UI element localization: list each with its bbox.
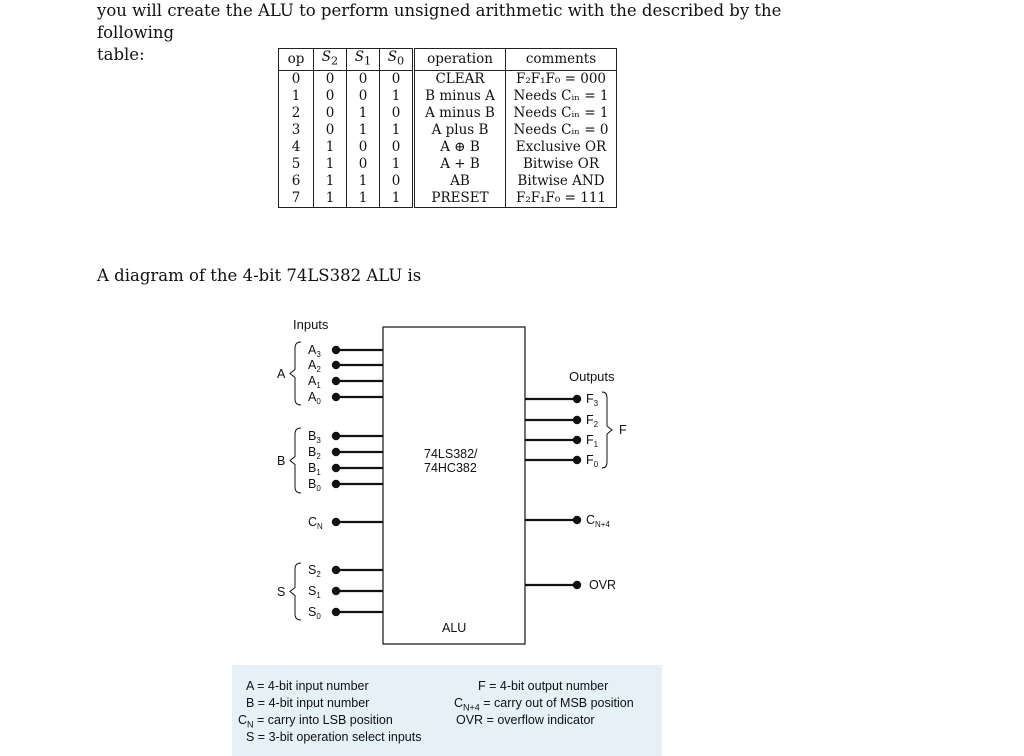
pin-ovr-label: OVR xyxy=(589,578,616,592)
pin-cn4-dot xyxy=(572,515,582,525)
cell-operation: A minus B xyxy=(413,104,506,122)
chip-name-line2: 74HC382 xyxy=(424,461,477,475)
pin-a0-dot xyxy=(331,392,341,402)
legend-f: F = 4-bit output number xyxy=(478,679,609,693)
pin-cn4-label: CN+4 xyxy=(586,513,610,529)
cell-operation: B minus A xyxy=(413,87,506,105)
pin-s2-label: S2 xyxy=(308,563,321,579)
cell-comment: F₂F₁F₀ = 000 xyxy=(505,70,617,88)
pin-f1-dot xyxy=(572,435,582,445)
cell-comment: Needs Cᵢₙ = 1 xyxy=(505,87,617,105)
legend-ovr: OVR = overflow indicator xyxy=(456,713,595,727)
cell-comment: Bitwise OR xyxy=(505,155,617,173)
outputs-title: Outputs xyxy=(569,369,615,384)
diagram-caption: A diagram of the 4-bit 74LS382 ALU is xyxy=(97,266,422,285)
cell-s0: 1 xyxy=(379,189,415,208)
table-header-row: op S2 S1 S0 operation comments xyxy=(278,48,617,71)
pin-f2-label: F2 xyxy=(586,413,599,429)
pin-b3-dot xyxy=(331,431,341,441)
brace-a xyxy=(289,341,302,406)
cell-operation: A plus B xyxy=(413,121,506,139)
cell-comment: Needs Cᵢₙ = 0 xyxy=(505,121,617,139)
legend-cn: CN = carry into LSB position xyxy=(238,713,393,730)
cell-comment: Exclusive OR xyxy=(505,138,617,156)
pin-s1-label: S1 xyxy=(308,584,321,600)
cell-operation: A ⊕ B xyxy=(413,138,506,156)
group-s-label: S xyxy=(277,585,285,599)
cell-operation: PRESET xyxy=(413,189,506,208)
brace-s xyxy=(289,562,302,621)
pin-cn-dot xyxy=(331,517,341,527)
pin-b1-dot xyxy=(331,463,341,473)
brace-f xyxy=(601,391,613,469)
pin-s1-dot xyxy=(331,586,341,596)
pin-f0-label: F0 xyxy=(586,453,599,469)
pin-f1-label: F1 xyxy=(586,433,599,449)
cell-s0: 1 xyxy=(379,155,415,173)
intro-line-2: table: xyxy=(97,45,145,64)
pin-a0-label: A0 xyxy=(308,390,321,406)
pin-b2-dot xyxy=(331,447,341,457)
pin-a1-label: A1 xyxy=(308,374,321,390)
legend-b: B = 4-bit input number xyxy=(246,696,370,710)
cell-comment: Needs Cᵢₙ = 1 xyxy=(505,104,617,122)
group-f-label: F xyxy=(619,423,627,437)
pin-s0-dot xyxy=(331,607,341,617)
cell-s0: 0 xyxy=(379,172,415,190)
alu-chip-box xyxy=(382,326,526,645)
legend-a: A = 4-bit input number xyxy=(246,679,369,693)
legend-box: A = 4-bit input number B = 4-bit input n… xyxy=(232,665,662,756)
pin-s2-dot xyxy=(331,565,341,575)
pin-s0-label: S0 xyxy=(308,605,321,621)
intro-line-1: you will create the ALU to perform unsig… xyxy=(97,1,782,42)
pin-b2-label: B2 xyxy=(308,445,321,461)
pin-b3-label: B3 xyxy=(308,429,321,445)
pin-a2-label: A2 xyxy=(308,358,321,374)
pin-a3-dot xyxy=(331,345,341,355)
pin-ovr-dot xyxy=(572,580,582,590)
cell-comment: F₂F₁F₀ = 111 xyxy=(505,189,617,208)
cell-s0: 0 xyxy=(379,70,415,88)
brace-b xyxy=(289,427,302,494)
pin-cn-label: CN xyxy=(308,515,323,531)
group-b-label: B xyxy=(277,454,285,468)
legend-s: S = 3-bit operation select inputs xyxy=(246,730,422,744)
pin-f3-label: F3 xyxy=(586,392,599,408)
chip-name-line1: 74LS382/ xyxy=(424,447,478,461)
pin-b0-dot xyxy=(331,479,341,489)
pin-b1-label: B1 xyxy=(308,461,321,477)
header-operation: operation xyxy=(413,48,506,71)
inputs-title: Inputs xyxy=(293,317,329,332)
cell-s0: 1 xyxy=(379,121,415,139)
cell-operation: A + B xyxy=(413,155,506,173)
cell-s0: 0 xyxy=(379,104,415,122)
pin-f3-dot xyxy=(572,394,582,404)
cell-comment: Bitwise AND xyxy=(505,172,617,190)
header-s0: S0 xyxy=(379,48,415,71)
group-a-label: A xyxy=(277,367,286,381)
chip-footer: ALU xyxy=(442,621,466,635)
intro-paragraph: you will create the ALU to perform unsig… xyxy=(97,0,857,66)
pin-b0-label: B0 xyxy=(308,477,321,493)
pin-a1-dot xyxy=(331,376,341,386)
pin-a3-label: A3 xyxy=(308,343,321,359)
cell-s0: 0 xyxy=(379,138,415,156)
legend-cn4: CN+4 = carry out of MSB position xyxy=(454,696,634,713)
pin-f0-dot xyxy=(572,455,582,465)
cell-s0: 1 xyxy=(379,87,415,105)
pin-a2-dot xyxy=(331,360,341,370)
pin-f2-dot xyxy=(572,415,582,425)
header-comments: comments xyxy=(505,48,617,71)
